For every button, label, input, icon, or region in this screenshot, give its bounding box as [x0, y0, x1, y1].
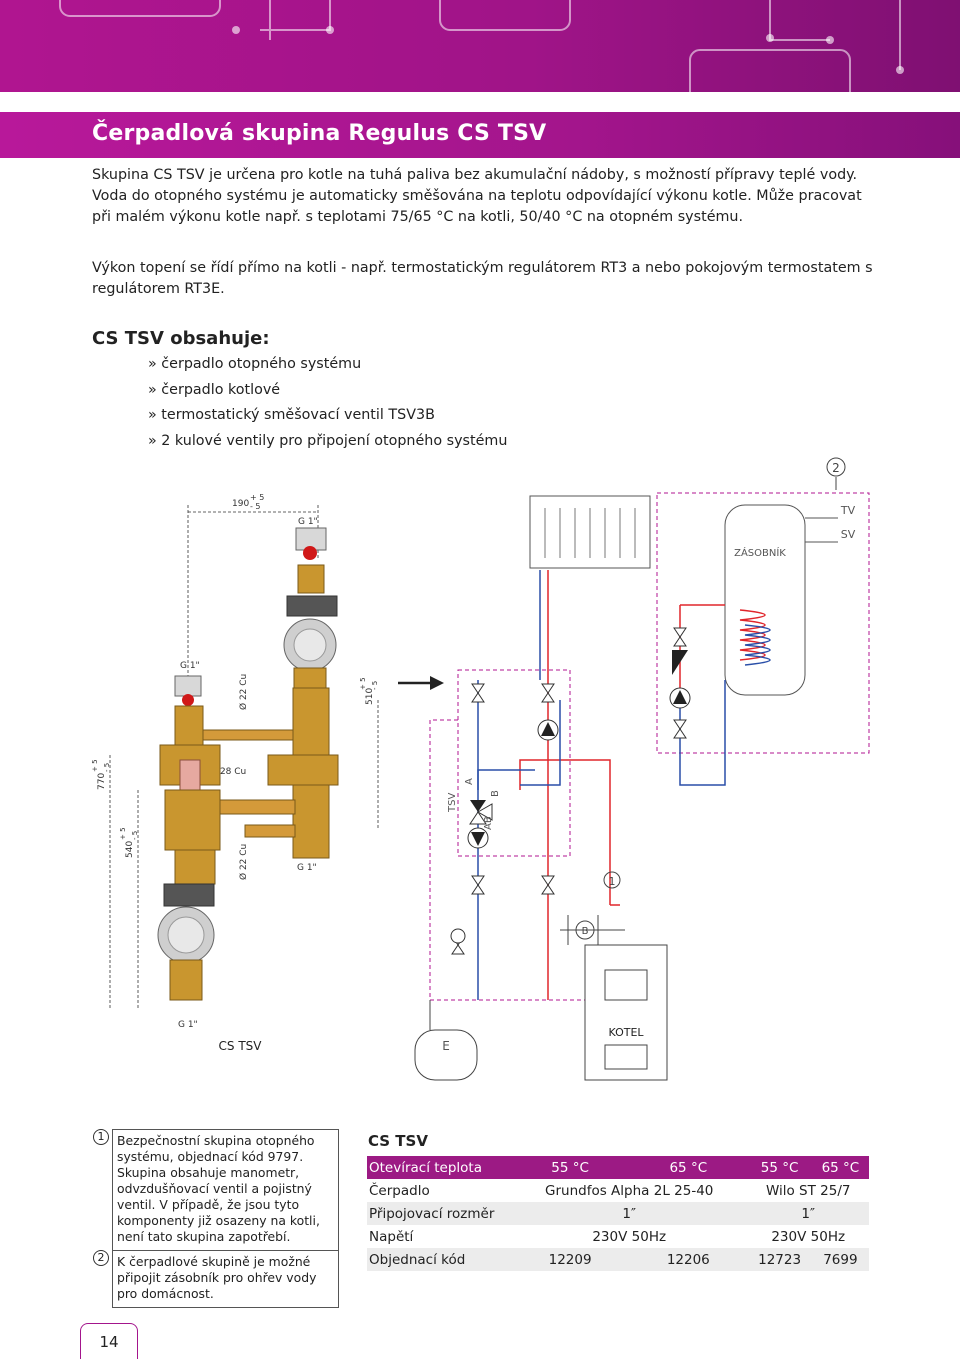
- intro-paragraph-2: Výkon topení se řídí přímo na kotli - na…: [92, 260, 873, 297]
- contents-item: » 2 kulové ventily pro připojení otopnéh…: [148, 433, 508, 449]
- table-cell: Wilo ST 25/7: [747, 1179, 869, 1202]
- label-b: B: [490, 790, 501, 797]
- table-cell: 230V 50Hz: [511, 1225, 748, 1248]
- dim-28cu-label: Ø 28 Cu: [210, 766, 246, 777]
- note-2: K čerpadlové skupině je možné připojit z…: [112, 1250, 339, 1308]
- label-sv: SV: [841, 528, 856, 541]
- label-ab: AB: [483, 816, 494, 830]
- table-row: Otevírací teplota 55 °C 65 °C 55 °C 65 °…: [367, 1156, 869, 1179]
- thread-label-bottom: G 1": [178, 1020, 198, 1030]
- dim-540-label: 540: [125, 841, 135, 858]
- pump-symbols: [450, 650, 691, 944]
- label-tv: TV: [840, 504, 856, 517]
- circuit-decoration: [59, 0, 904, 92]
- contents-heading: CS TSV obsahuje:: [92, 328, 270, 349]
- dim-540-tol-minus: - 5: [131, 831, 139, 840]
- table-row: Napětí 230V 50Hz 230V 50Hz: [367, 1225, 869, 1248]
- callout-circle-2: [826, 457, 846, 477]
- note-1-number: 1: [93, 1129, 109, 1145]
- contents-item: » čerpadlo otopného systému: [148, 356, 362, 372]
- label-zasobnik: ZÁSOBNÍK: [734, 546, 786, 559]
- top-decorative-band: [0, 0, 960, 92]
- dim-510-tol-minus: - 5: [371, 681, 379, 690]
- label-tsv: TSV: [447, 793, 458, 813]
- table-cell: 12206: [629, 1248, 748, 1271]
- table-cell: 7699: [811, 1248, 869, 1271]
- contents-item: » termostatický směšovací ventil TSV3B: [148, 407, 435, 423]
- callout-1-label: 1: [609, 875, 616, 888]
- table-cell: 65 °C: [629, 1156, 748, 1179]
- spec-table: Otevírací teplota 55 °C 65 °C 55 °C 65 °…: [367, 1156, 869, 1271]
- dim-510-tol-plus: + 5: [359, 677, 367, 690]
- row-label: Napětí: [367, 1225, 511, 1248]
- table-cell: Grundfos Alpha 2L 25-40: [511, 1179, 748, 1202]
- note-1: Bezpečnostní skupina otopného systému, o…: [112, 1129, 339, 1251]
- table-cell: 1″: [511, 1202, 748, 1225]
- row-label: Připojovací rozměr: [367, 1202, 511, 1225]
- dim-190-tol-minus: - 5: [250, 502, 261, 511]
- dim-540-tol-plus: + 5: [119, 827, 127, 840]
- pump-group-illustration: [157, 527, 339, 1001]
- cold-water-pipes: [477, 570, 726, 1000]
- dim-22cu-low-label: Ø 22 Cu: [238, 844, 249, 880]
- note-2-number: 2: [93, 1250, 109, 1266]
- table-cell: 12209: [511, 1248, 630, 1271]
- radiator-icon: [529, 495, 651, 569]
- dim-770-tol-plus: + 5: [91, 759, 99, 772]
- row-label: Čerpadlo: [367, 1179, 511, 1202]
- valve-symbols: [451, 627, 687, 955]
- table-cell: 12723: [747, 1248, 812, 1271]
- dim-190-label: 190: [232, 499, 249, 509]
- caption-cs-tsv: CS TSV: [219, 1039, 263, 1053]
- dim-510-label: 510: [365, 688, 375, 705]
- dim-190-tol-plus: + 5: [250, 493, 264, 502]
- expansion-vessel-icon: [414, 1000, 478, 1081]
- intro-paragraph-1: Skupina CS TSV je určena pro kotle na tu…: [92, 167, 862, 225]
- dim-22cu-top-label: Ø 22 Cu: [238, 674, 249, 710]
- thread-label-low: G 1": [297, 863, 317, 873]
- installation-diagram: 2 190 + 5 - 5 G 1" G 1" G 1" G 1" Ø 28 C…: [91, 457, 870, 1081]
- boiler-icon: [584, 944, 668, 1081]
- label-e: E: [442, 1039, 450, 1053]
- table-row: Objednací kód 12209 12206 12723 7699: [367, 1248, 869, 1271]
- thread-label-top: G 1": [298, 517, 318, 527]
- page-number: 14: [99, 1333, 119, 1351]
- dashed-circuit-lines: [429, 492, 870, 1001]
- row-label: Objednací kód: [367, 1248, 511, 1271]
- contents-item: » čerpadlo kotlové: [148, 382, 281, 398]
- title-bar: Čerpadlová skupina Regulus CS TSV: [0, 112, 960, 158]
- table-cell: 55 °C: [747, 1156, 812, 1179]
- tsv-valve-symbol: [469, 800, 493, 825]
- table-cell: 65 °C: [811, 1156, 869, 1179]
- table-cell: 230V 50Hz: [747, 1225, 869, 1248]
- dim-770-tol-minus: - 5: [103, 763, 111, 772]
- table-cell: 1″: [747, 1202, 869, 1225]
- page-title: Čerpadlová skupina Regulus CS TSV: [92, 121, 547, 146]
- label-a: A: [464, 778, 475, 785]
- thread-label-mid: G 1": [180, 661, 200, 671]
- table-row: Čerpadlo Grundfos Alpha 2L 25-40 Wilo ST…: [367, 1179, 869, 1202]
- table-title: CS TSV: [368, 1132, 428, 1150]
- table-row: Připojovací rozměr 1″ 1″: [367, 1202, 869, 1225]
- table-cell: 55 °C: [511, 1156, 630, 1179]
- label-b-circle: B: [582, 926, 589, 937]
- page-number-tab: 14: [80, 1323, 138, 1359]
- dimension-lines: [109, 505, 379, 1010]
- label-kotel: KOTEL: [608, 1026, 644, 1039]
- row-label: Otevírací teplota: [367, 1156, 511, 1179]
- storage-tank-icon: [724, 504, 806, 696]
- callout-2-label: 2: [832, 461, 840, 475]
- dim-770-label: 770: [97, 773, 107, 790]
